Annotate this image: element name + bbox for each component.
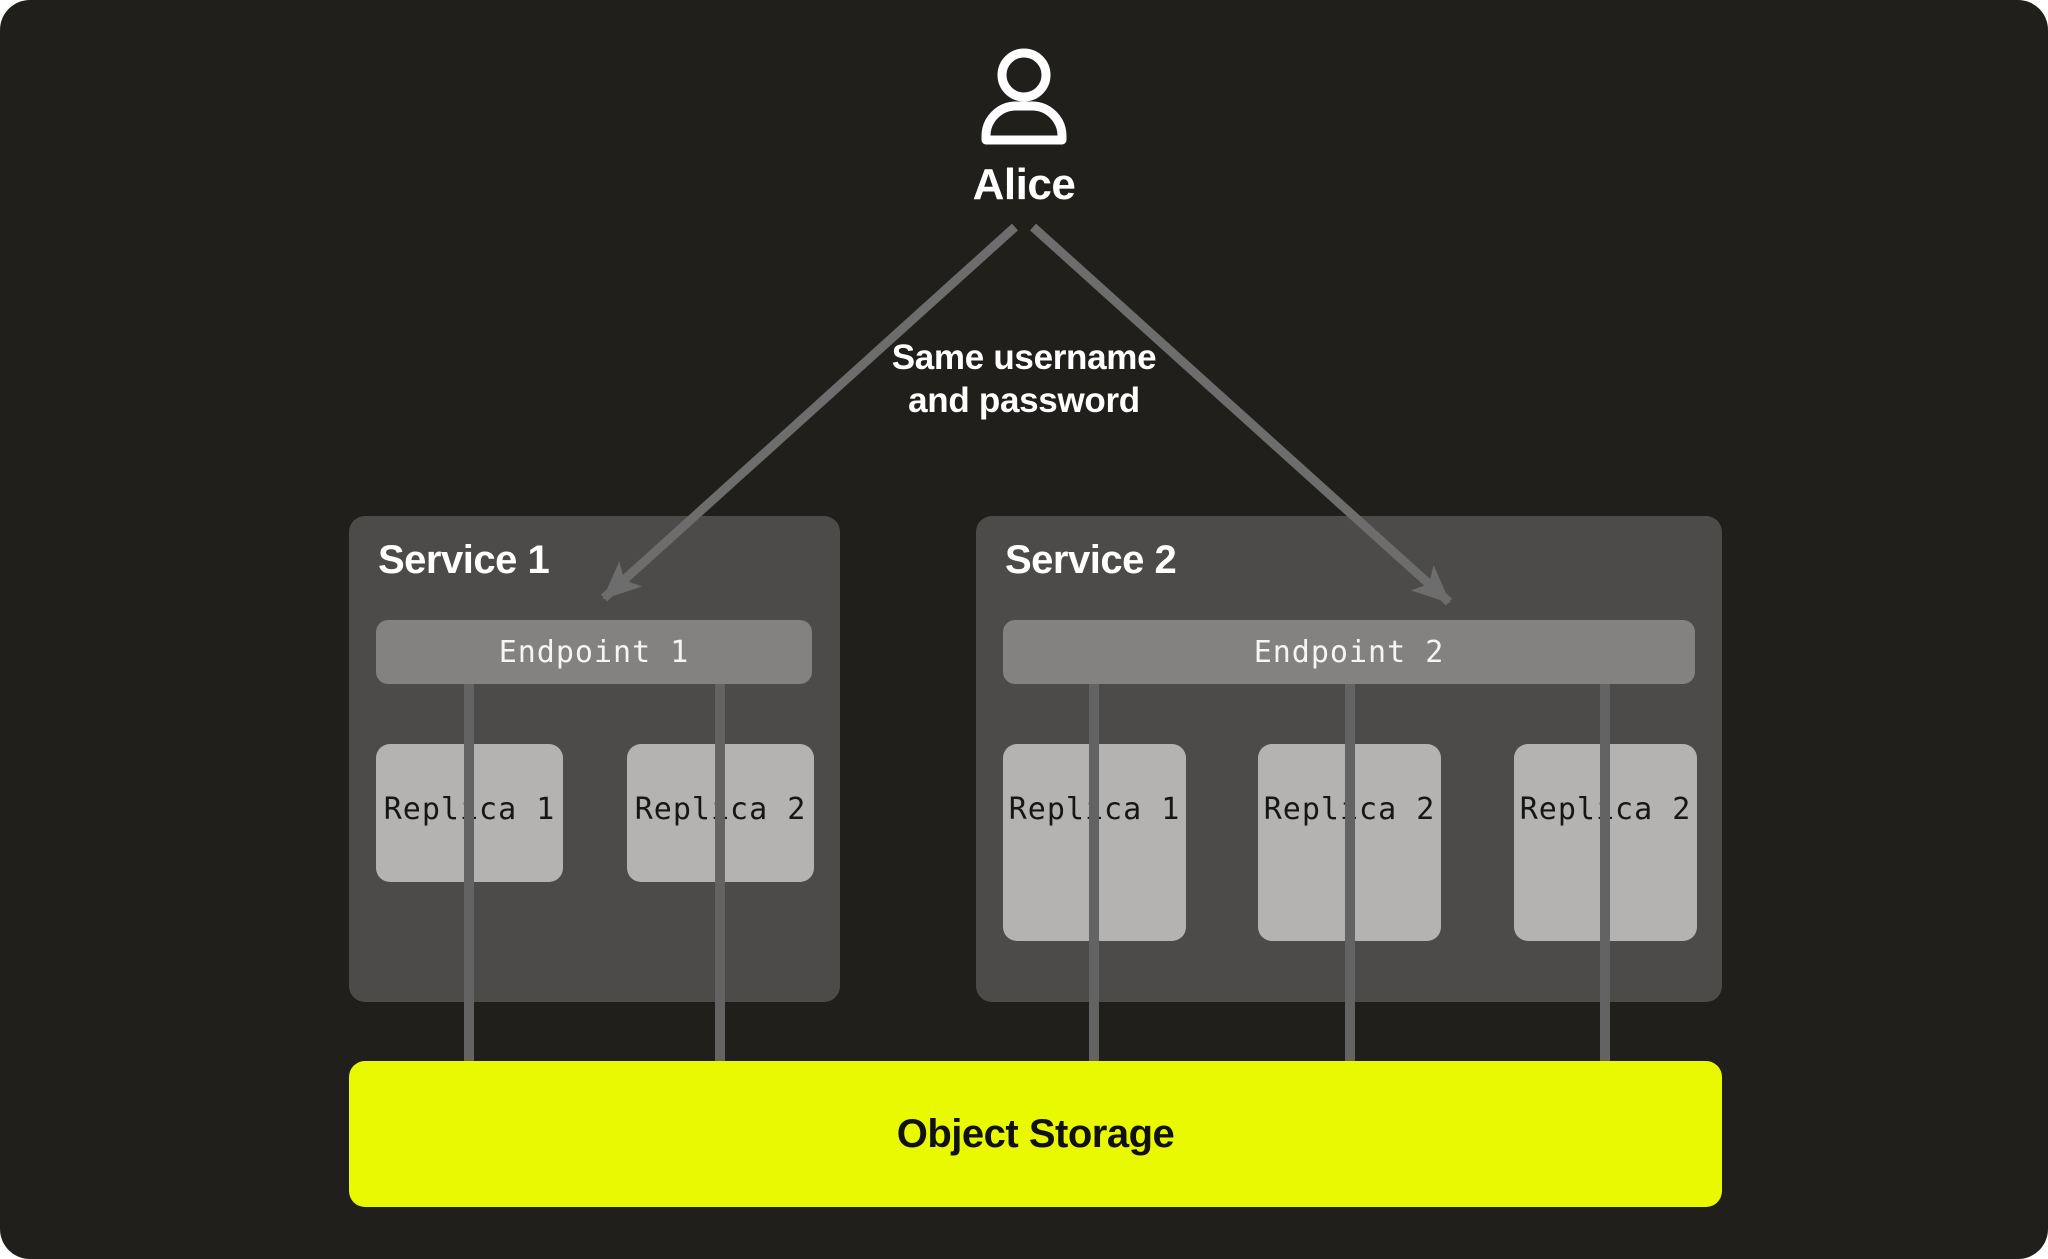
connector-line bbox=[1600, 684, 1610, 1061]
object-storage-bar: Object Storage bbox=[349, 1061, 1722, 1207]
object-storage-label: Object Storage bbox=[896, 1111, 1175, 1156]
annotation-line-2: and password bbox=[908, 381, 1140, 420]
connector-line bbox=[464, 684, 474, 1061]
person-icon bbox=[981, 48, 1067, 145]
user-node: Alice bbox=[0, 48, 2048, 210]
annotation-line-1: Same username bbox=[891, 338, 1157, 377]
user-name: Alice bbox=[972, 160, 1076, 209]
service-2-title: Service 2 bbox=[1005, 538, 1177, 582]
service-1-box: Service 1 Endpoint 1 Replica 1 Replica 2 bbox=[349, 516, 840, 1002]
service-1-title: Service 1 bbox=[378, 538, 550, 582]
connector-line bbox=[715, 684, 725, 1061]
endpoint-1: Endpoint 1 bbox=[376, 620, 812, 684]
endpoint-2: Endpoint 2 bbox=[1003, 620, 1695, 684]
connector-line bbox=[1089, 684, 1099, 1061]
credentials-annotation: Same username and password bbox=[0, 336, 2048, 422]
connector-line bbox=[1345, 684, 1355, 1061]
